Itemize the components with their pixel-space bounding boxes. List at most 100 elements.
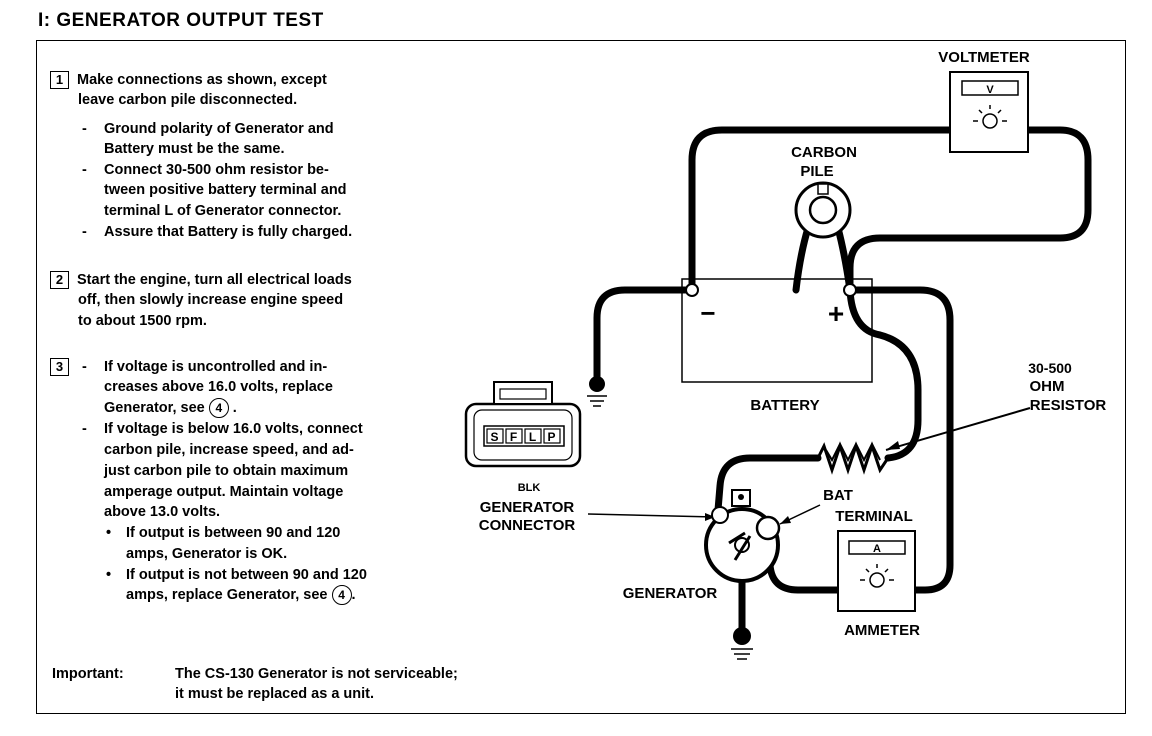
step-number: 2 [50, 271, 69, 290]
step-text: off, then slowly increase engine speed [78, 292, 344, 308]
connector-pin-f: F [510, 430, 517, 444]
step-text: leave carbon pile disconnected. [78, 92, 298, 108]
connector-pin-box [486, 428, 504, 444]
voltmeter-label: VOLTMETER [938, 49, 1030, 66]
important-text: The CS-130 Generator is not serviceable; [175, 666, 458, 682]
bullet-text: tween positive battery terminal and [104, 182, 347, 198]
connector-pin-s: S [490, 430, 498, 444]
generator-l-wire [714, 454, 822, 514]
ground-icon [587, 376, 607, 407]
bullet-text: Assure that Battery is fully charged. [104, 224, 353, 240]
reference-circle: 4 [208, 398, 229, 419]
generator-connector-label: CONNECTOR [479, 517, 576, 534]
bullet-dash: - [82, 162, 87, 178]
bullet-text: amps, replace Generator, see [126, 587, 328, 603]
bullet-dash: - [82, 121, 87, 137]
positive-terminal [843, 283, 857, 297]
reference-circle: 4 [331, 585, 352, 606]
bullet-dot: • [106, 525, 112, 541]
bullet-dash: - [82, 421, 87, 437]
bullet-text: If voltage is uncontrolled and in- [104, 359, 328, 375]
ground-icon [731, 627, 753, 660]
wires [593, 126, 1092, 642]
bullet-text: just carbon pile to obtain maximum [104, 463, 349, 479]
negative-symbol: − [700, 298, 715, 328]
bullet-text: If output is between 90 and 120 [126, 525, 341, 541]
step-text: Make connections as shown, except [77, 72, 327, 88]
dial-icon [869, 572, 885, 588]
carbon-pile-pos-lead [834, 224, 854, 294]
arrow-icon [705, 513, 715, 521]
connector-pin-l: L [529, 430, 536, 444]
bullet-text: above 13.0 volts. [104, 504, 221, 520]
bullet-text: Battery must be the same. [104, 141, 285, 157]
bullet-text: If voltage is below 16.0 volts, connect [104, 421, 363, 437]
bullet-dash: - [82, 224, 87, 240]
content-frame [36, 40, 1126, 714]
dial-icon [982, 113, 998, 129]
bullet-text: creases above 16.0 volts, replace [104, 379, 333, 395]
resistor-label: OHM [1030, 378, 1065, 395]
bullet-text: Generator, see [104, 400, 205, 416]
generator-connector-label: GENERATOR [480, 499, 575, 516]
step-text: Start the engine, turn all electrical lo… [77, 272, 352, 288]
bat-terminal-label: BAT [823, 487, 853, 504]
bat-terminal [755, 515, 781, 541]
important-text: it must be replaced as a unit. [175, 686, 375, 702]
bullet-text: terminal L of Generator connector. [104, 203, 342, 219]
voltmeter-neg-wire [688, 126, 954, 294]
ammeter-neg-wire [766, 536, 842, 594]
bullet-text: Connect 30-500 ohm resistor be- [104, 162, 329, 178]
bullet-line: amps, replace Generator, see 4. [126, 585, 356, 606]
negative-terminal [685, 283, 699, 297]
step-text: to about 1500 rpm. [78, 313, 207, 329]
bat-terminal-label: TERMINAL [835, 508, 913, 525]
arrow-icon [886, 441, 900, 450]
blk-label: BLK [518, 482, 541, 494]
page-title: I: GENERATOR OUTPUT TEST [38, 10, 324, 31]
step-number: 1 [50, 71, 69, 90]
bullet-text: amperage output. Maintain voltage [104, 484, 344, 500]
voltmeter-symbol: V [986, 84, 994, 96]
arrow-icon [780, 516, 791, 524]
bullet-dot: • [106, 567, 112, 583]
resistor-label: 30-500 [1028, 360, 1072, 376]
generator [704, 489, 781, 583]
carbon-pile [794, 181, 852, 239]
connector-leader [587, 513, 716, 518]
battery-label: BATTERY [750, 397, 819, 414]
generator-connector [464, 381, 582, 468]
connector-pin-box [524, 428, 542, 444]
resistor-label: RESISTOR [1030, 397, 1107, 414]
positive-symbol: + [828, 298, 844, 329]
bullet-dash: - [82, 359, 87, 375]
l-terminal [711, 506, 729, 524]
resistor-icon [816, 441, 890, 475]
connector-pin-box [505, 428, 523, 444]
important-label: Important: [52, 666, 124, 682]
voltmeter: V [949, 71, 1029, 153]
ammeter: A [837, 530, 916, 612]
bullet-text: If output is not between 90 and 120 [126, 567, 367, 583]
resistor-wire [846, 286, 922, 462]
resistor-leader [885, 407, 1031, 451]
bullet-text: amps, Generator is OK. [126, 546, 288, 562]
carbon-pile-label: PILE [800, 163, 833, 180]
bullet-text: carbon pile, increase speed, and ad- [104, 442, 354, 458]
generator-label: GENERATOR [623, 585, 718, 602]
battery: − + [681, 278, 873, 383]
bullet-text: Ground polarity of Generator and [104, 121, 334, 137]
step-number: 3 [50, 358, 69, 377]
step-3: 3 [50, 357, 77, 378]
voltmeter-pos-wire [846, 126, 1092, 294]
carbon-pile-neg-lead [792, 224, 812, 294]
ammeter-pos-wire [846, 286, 954, 594]
step-2: 2 Start the engine, turn all electrical l… [50, 270, 352, 291]
ammeter-symbol: A [873, 543, 881, 555]
ammeter-label: AMMETER [844, 622, 920, 639]
connector-pin-p: P [547, 430, 555, 444]
ground-wire [593, 286, 696, 386]
step-1: 1 Make connections as shown, except [50, 70, 327, 91]
